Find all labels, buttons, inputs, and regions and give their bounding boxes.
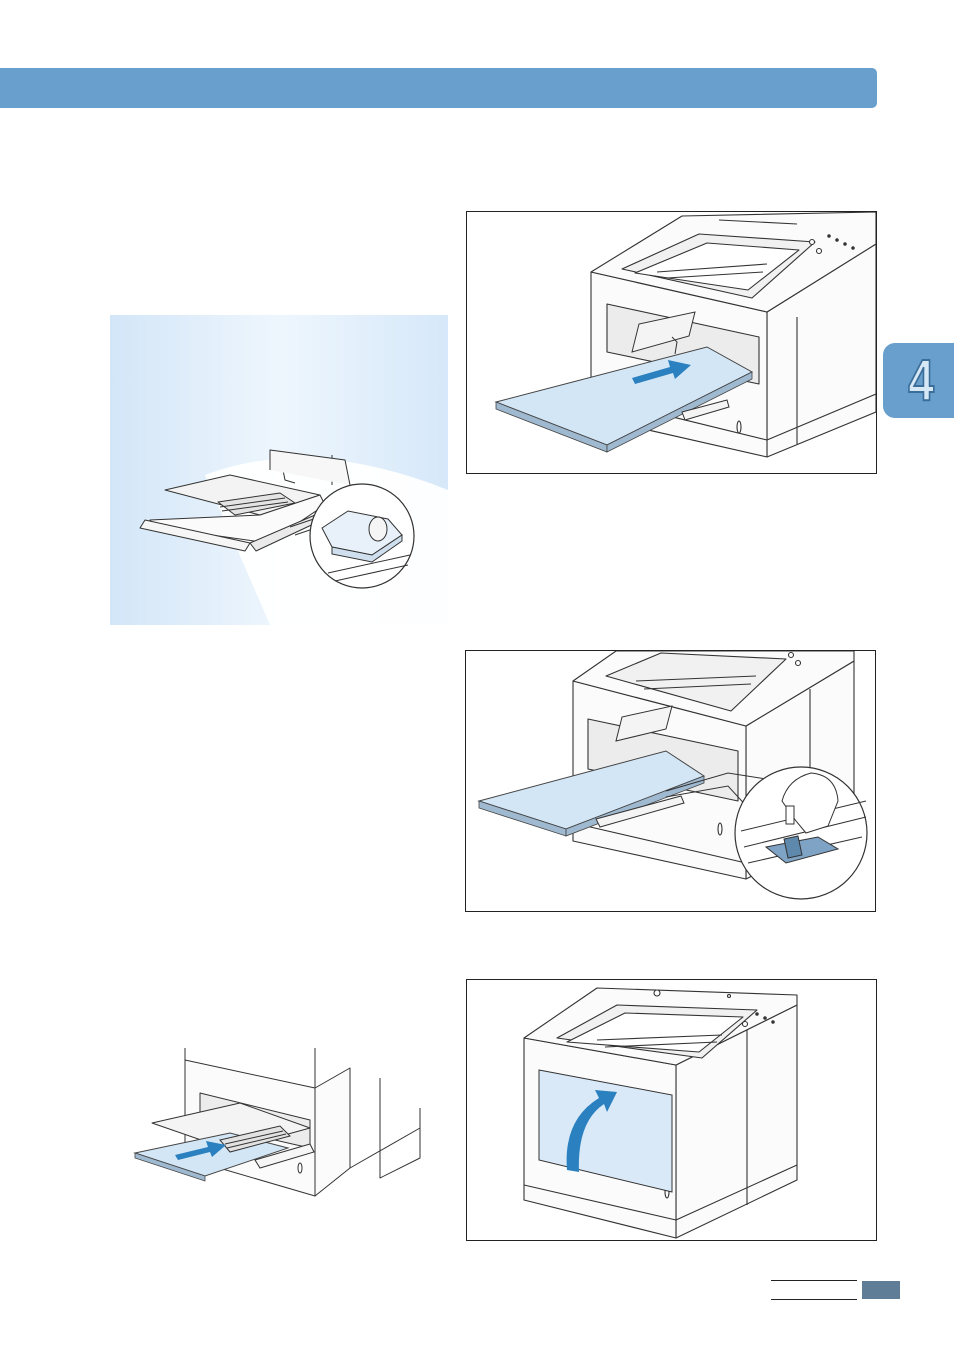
printer-illustration <box>467 980 876 1240</box>
printer-illustration <box>130 1048 422 1198</box>
figure-tray-paper <box>130 1048 422 1198</box>
figure-load-paper <box>466 211 877 474</box>
chapter-tab[interactable]: 4 <box>883 343 954 418</box>
page-number-box <box>862 1281 900 1299</box>
printer-illustration <box>466 651 875 911</box>
zoom-inset <box>735 767 867 899</box>
tray-guide-illustration <box>110 315 448 625</box>
zoom-inset <box>310 484 414 588</box>
figure-close-cover <box>466 979 877 1241</box>
printer-illustration <box>467 212 876 473</box>
footer-rule-bottom <box>771 1299 857 1300</box>
section-header-bar <box>0 68 877 108</box>
note-panel <box>110 315 448 625</box>
chapter-number: 4 <box>909 352 935 410</box>
figure-adjust-guide <box>465 650 876 912</box>
footer-rule-top <box>771 1280 857 1281</box>
